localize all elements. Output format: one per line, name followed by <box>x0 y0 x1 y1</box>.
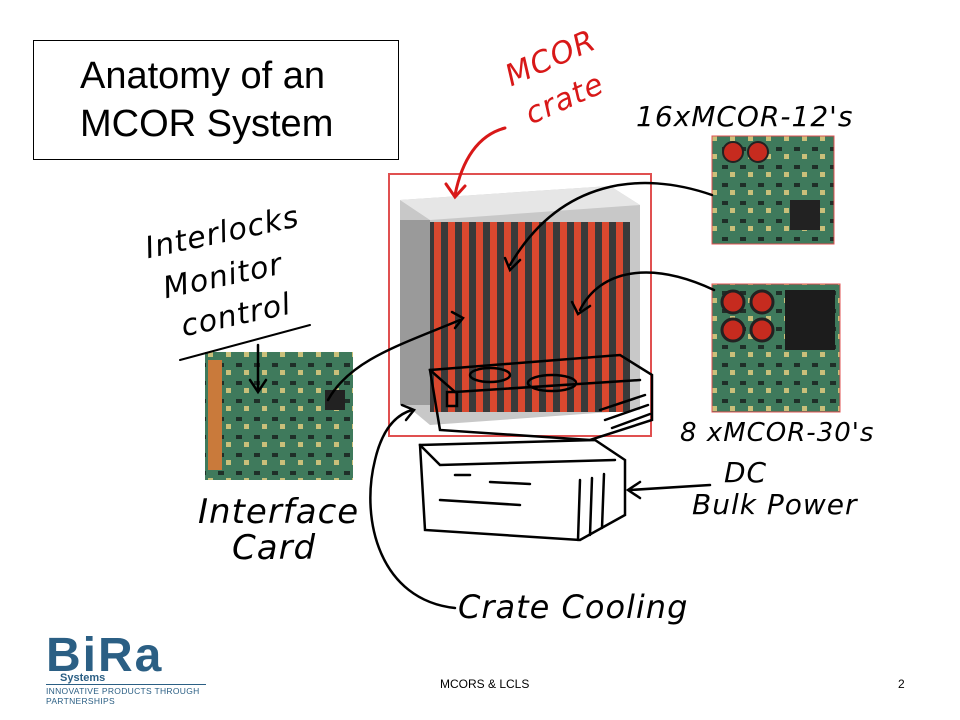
mcor30-board-photo <box>711 283 841 413</box>
mcor30-label: 8 xMCOR-30's <box>680 418 875 448</box>
annotation-arrows <box>179 181 716 610</box>
slide-title-line-1: Anatomy of an <box>80 55 326 97</box>
interface-card-label-line-2: Card <box>232 528 317 568</box>
logo-divider <box>46 684 206 685</box>
bulk-power-sketch <box>418 438 627 542</box>
dc-power-label-line-2: Bulk Power <box>692 488 858 521</box>
mcor12-label: 16xMCOR-12's <box>636 100 854 133</box>
cooling-unit-sketch <box>428 353 654 442</box>
bira-logo: BiRa Systems INNOVATIVE PRODUCTS THROUGH… <box>40 628 210 706</box>
logo-subtitle: Systems <box>60 672 106 684</box>
slide-title-line-2: MCOR System <box>80 103 334 145</box>
logo-tagline: INNOVATIVE PRODUCTS THROUGH PARTNERSHIPS <box>46 686 200 706</box>
interface-card-label-line-1: Interface <box>198 492 360 532</box>
title-box: Anatomy of an MCOR System <box>33 40 399 160</box>
footer-text: MCORS & LCLS <box>440 677 530 691</box>
dc-power-label-line-1: DC <box>724 456 768 489</box>
mcor-crate-photo <box>388 173 652 437</box>
logo-wordmark: BiRa <box>46 629 164 682</box>
crate-arrow-red <box>444 126 507 200</box>
interface-card-photo <box>205 352 353 480</box>
page-number: 2 <box>898 677 905 691</box>
mcor12-board-photo <box>711 135 835 245</box>
crate-cooling-label: Crate Cooling <box>458 588 689 626</box>
